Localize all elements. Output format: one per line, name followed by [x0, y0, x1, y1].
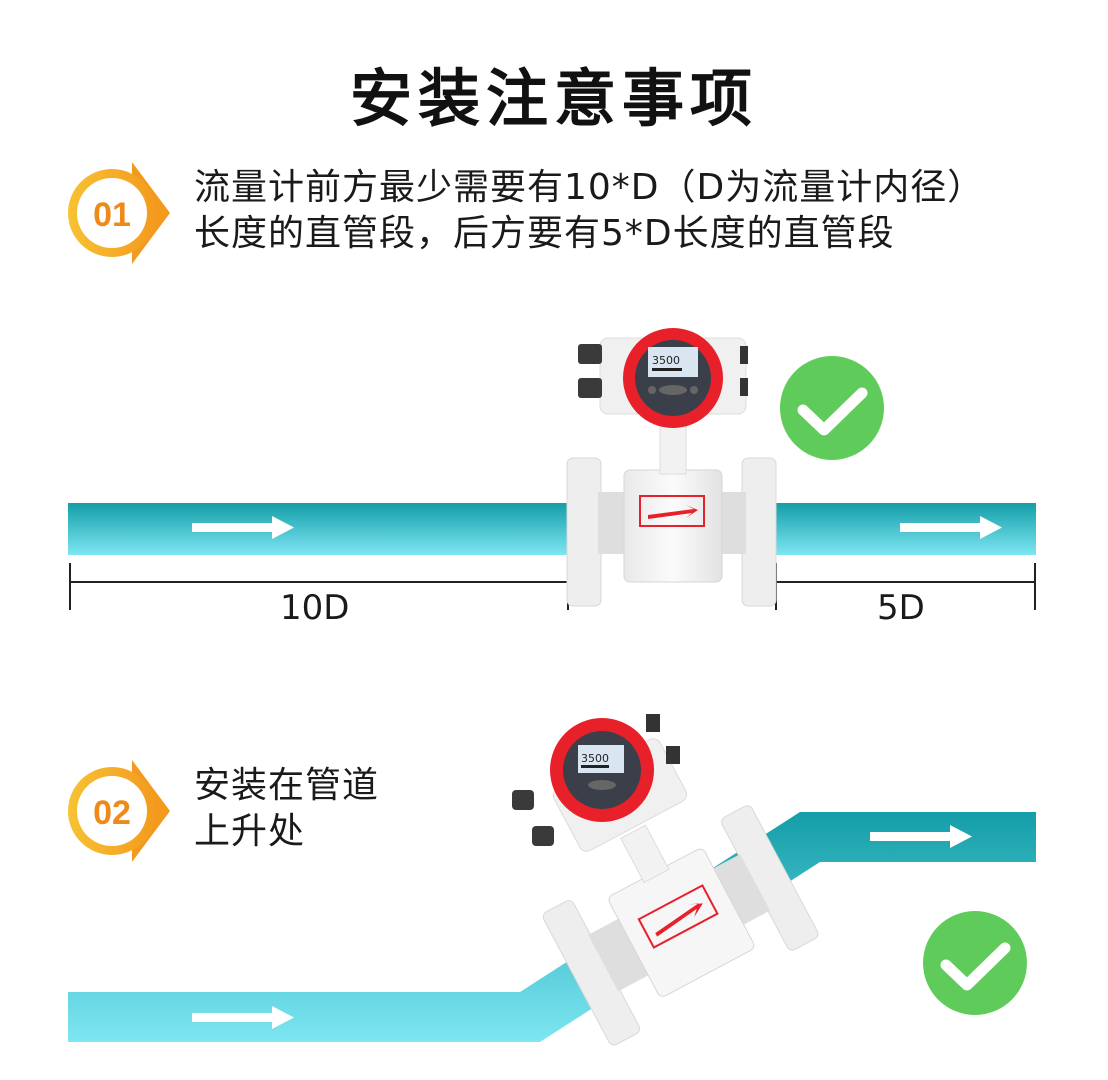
svg-text:3500: 3500	[652, 354, 680, 367]
upstream-length-label: 10D	[280, 588, 350, 628]
page-title: 安装注意事项	[349, 62, 758, 135]
step-01-line-1: 流量计前方最少需要有10*D（D为流量计内径）	[194, 167, 985, 208]
step-01-badge-icon: 01	[68, 162, 170, 264]
rising-pipe	[68, 812, 1036, 1042]
straight-pipe-diagram: 3500	[68, 328, 1036, 610]
flow-arrow-icon	[192, 1006, 294, 1029]
step-02-line-2: 上升处	[194, 811, 306, 852]
step-02-line-1: 安装在管道	[194, 765, 380, 806]
flowmeter-icon: 3500	[566, 328, 777, 607]
flow-arrow-icon	[870, 825, 972, 848]
upstream-pipe	[68, 503, 568, 555]
downstream-length-label: 5D	[877, 588, 925, 628]
svg-text:02: 02	[93, 794, 131, 832]
rising-pipe-diagram: 3500	[68, 714, 1036, 1046]
step-02-text: 安装在管道 上升处	[194, 763, 494, 855]
step-01-text: 流量计前方最少需要有10*D（D为流量计内径） 长度的直管段，后方要有5*D长度…	[194, 165, 1074, 257]
meter-head: 3500	[512, 714, 688, 852]
step-01-line-2: 长度的直管段，后方要有5*D长度的直管段	[194, 213, 895, 254]
svg-text:3500: 3500	[581, 752, 609, 765]
check-correct-icon	[923, 911, 1027, 1015]
flowmeter-icon	[542, 805, 819, 1046]
check-correct-icon	[780, 356, 884, 460]
svg-text:01: 01	[93, 196, 131, 234]
step-02-badge-icon: 02	[68, 760, 170, 862]
flow-arrow-icon	[192, 516, 294, 539]
flow-arrow-icon	[900, 516, 1002, 539]
